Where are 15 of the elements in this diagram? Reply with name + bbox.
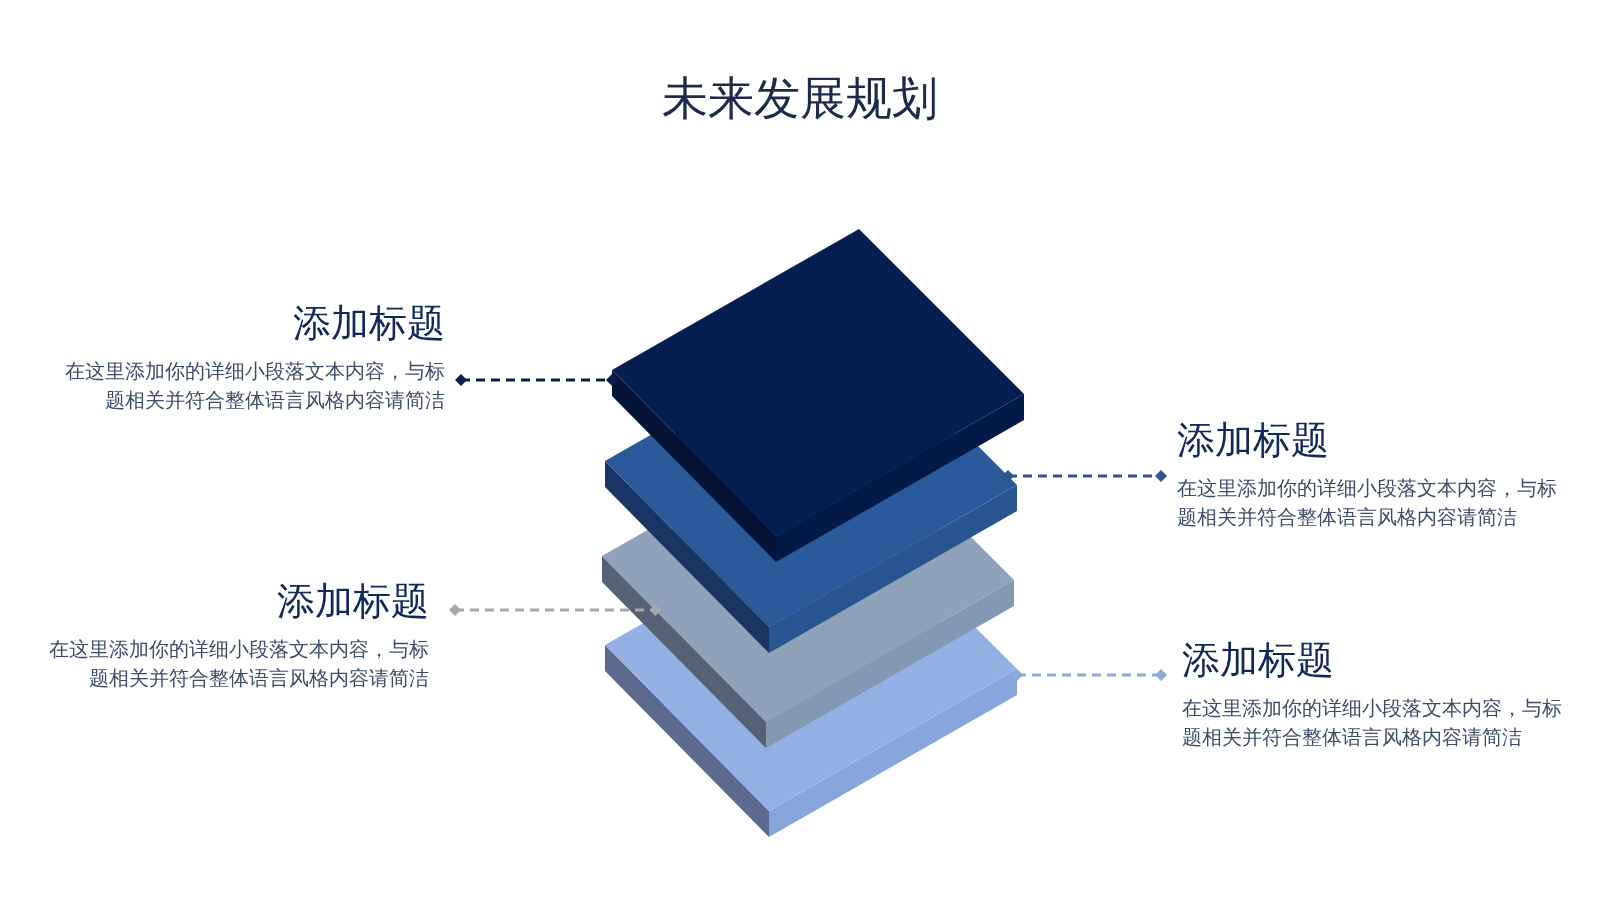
section-description: 在这里添加你的详细小段落文本内容，与标题相关并符合整体语言风格内容请简洁 bbox=[1182, 696, 1563, 751]
page-title: 未来发展规划 bbox=[662, 70, 938, 126]
section-description: 在这里添加你的详细小段落文本内容，与标题相关并符合整体语言风格内容请简洁 bbox=[64, 359, 445, 414]
dashed-connector bbox=[1011, 669, 1167, 681]
layer-slab bbox=[612, 229, 1024, 562]
section-heading: 添加标题 bbox=[293, 300, 445, 346]
layer-slab bbox=[605, 622, 1017, 837]
dashed-connector bbox=[1002, 470, 1167, 482]
dashed-connector bbox=[455, 374, 618, 386]
dashed-connector bbox=[449, 604, 662, 616]
section-heading: 添加标题 bbox=[277, 578, 429, 624]
section-heading: 添加标题 bbox=[1177, 417, 1329, 463]
section-heading: 添加标题 bbox=[1182, 637, 1334, 683]
section-description: 在这里添加你的详细小段落文本内容，与标题相关并符合整体语言风格内容请简洁 bbox=[48, 637, 429, 692]
section-description: 在这里添加你的详细小段落文本内容，与标题相关并符合整体语言风格内容请简洁 bbox=[1177, 476, 1558, 531]
